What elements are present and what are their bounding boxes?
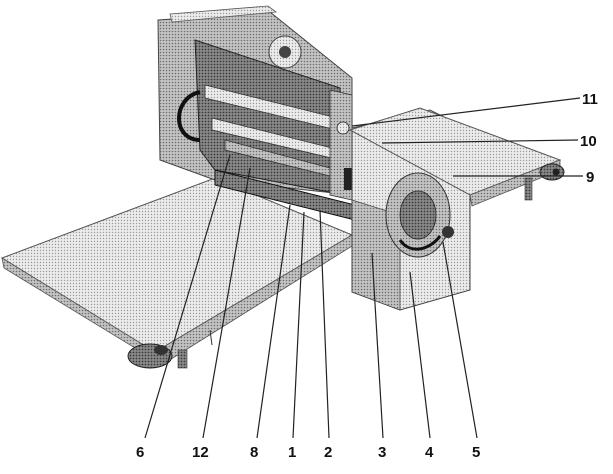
- callout-3: 3: [378, 444, 386, 461]
- central-housing: [157, 5, 358, 221]
- leader-4: [409, 271, 431, 439]
- callout-12: 12: [192, 444, 209, 461]
- callout-10: 10: [580, 133, 597, 150]
- callout-1: 1: [288, 444, 296, 461]
- right-conveyor-table: [348, 107, 565, 207]
- left-conveyor-table: [0, 177, 354, 369]
- leader-1: [292, 211, 305, 439]
- leader-6: [144, 154, 231, 439]
- leader-2: [319, 209, 330, 439]
- callout-6: 6: [136, 444, 144, 461]
- callout-4: 4: [425, 444, 434, 461]
- callout-8: 8: [250, 444, 258, 461]
- callout-11: 11: [582, 91, 598, 108]
- leader-8: [256, 204, 291, 439]
- callout-5: 5: [472, 444, 480, 461]
- leader-11: [351, 97, 581, 127]
- leader-5: [442, 241, 478, 439]
- leader-12: [202, 167, 251, 439]
- callout-9: 9: [586, 169, 594, 186]
- callout-labels: 6 12 8 1 2 3 4 5 9 10 11: [136, 91, 598, 461]
- callout-2: 2: [324, 444, 332, 461]
- leader-3: [371, 252, 384, 439]
- leader-10: [381, 139, 579, 144]
- leader-lines: [144, 97, 583, 439]
- control-housing: [351, 109, 471, 311]
